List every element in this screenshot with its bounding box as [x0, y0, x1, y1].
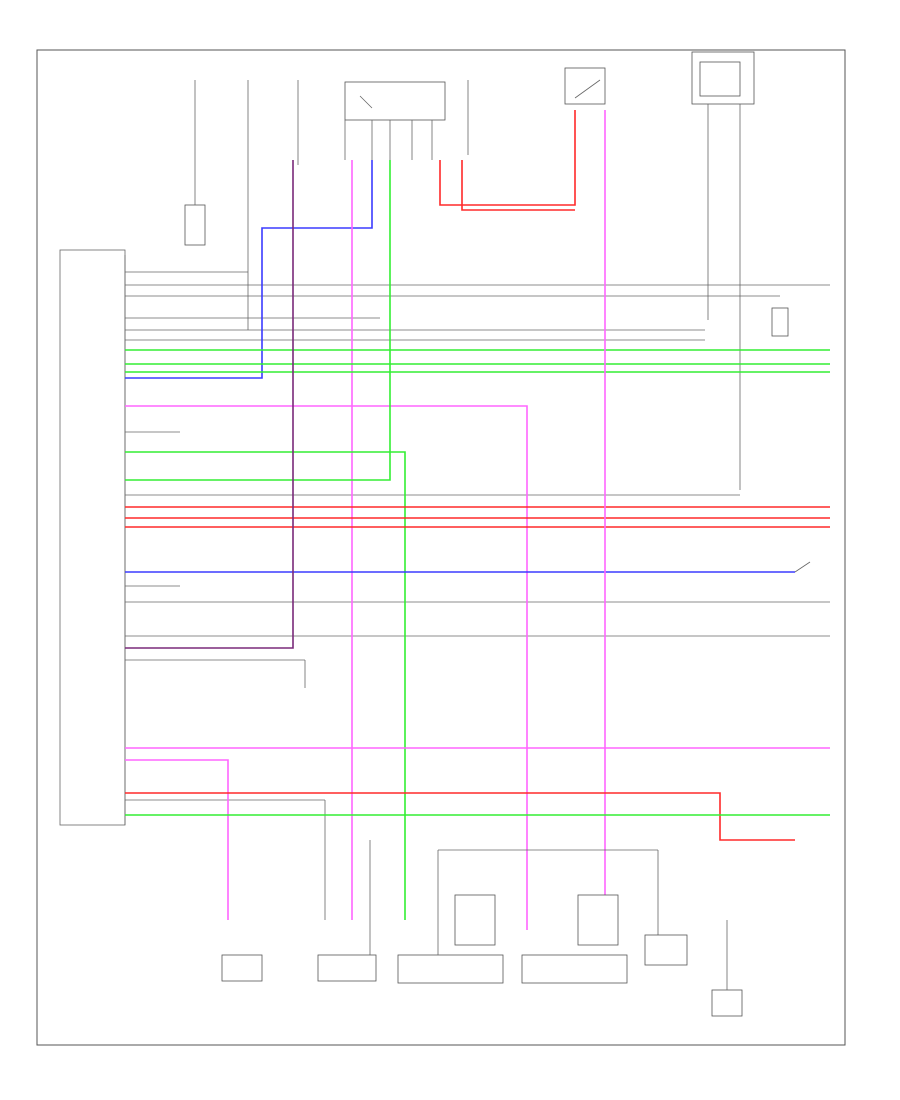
neutral-switch: [521, 850, 659, 984]
ignition-relay: [184, 165, 206, 246]
relay-box-top-right: [691, 51, 755, 490]
diagram-frame: [36, 49, 846, 1046]
wire-pink: [125, 405, 528, 930]
wire-pink: [125, 759, 229, 920]
bottom-ground-right: [711, 920, 743, 1017]
harness-lines: [125, 271, 830, 920]
right-relay-1: [771, 307, 789, 337]
stop-light-switch: [564, 67, 606, 105]
bottom-connector-mid: [317, 840, 377, 982]
bottom-connector-right: [644, 934, 688, 966]
right-switch-1: [794, 561, 811, 573]
wire-green: [125, 451, 406, 920]
wire-red: [125, 792, 795, 841]
wire-blue: [125, 160, 373, 379]
wire-red: [439, 110, 576, 206]
wire-green: [125, 160, 391, 481]
wire-red: [461, 160, 575, 211]
ecm-block: [59, 249, 126, 826]
wire-violet: [125, 160, 294, 649]
top-fuse-block: [344, 81, 446, 160]
transfer-switch: [397, 849, 658, 984]
bottom-sensor-left: [221, 954, 263, 982]
